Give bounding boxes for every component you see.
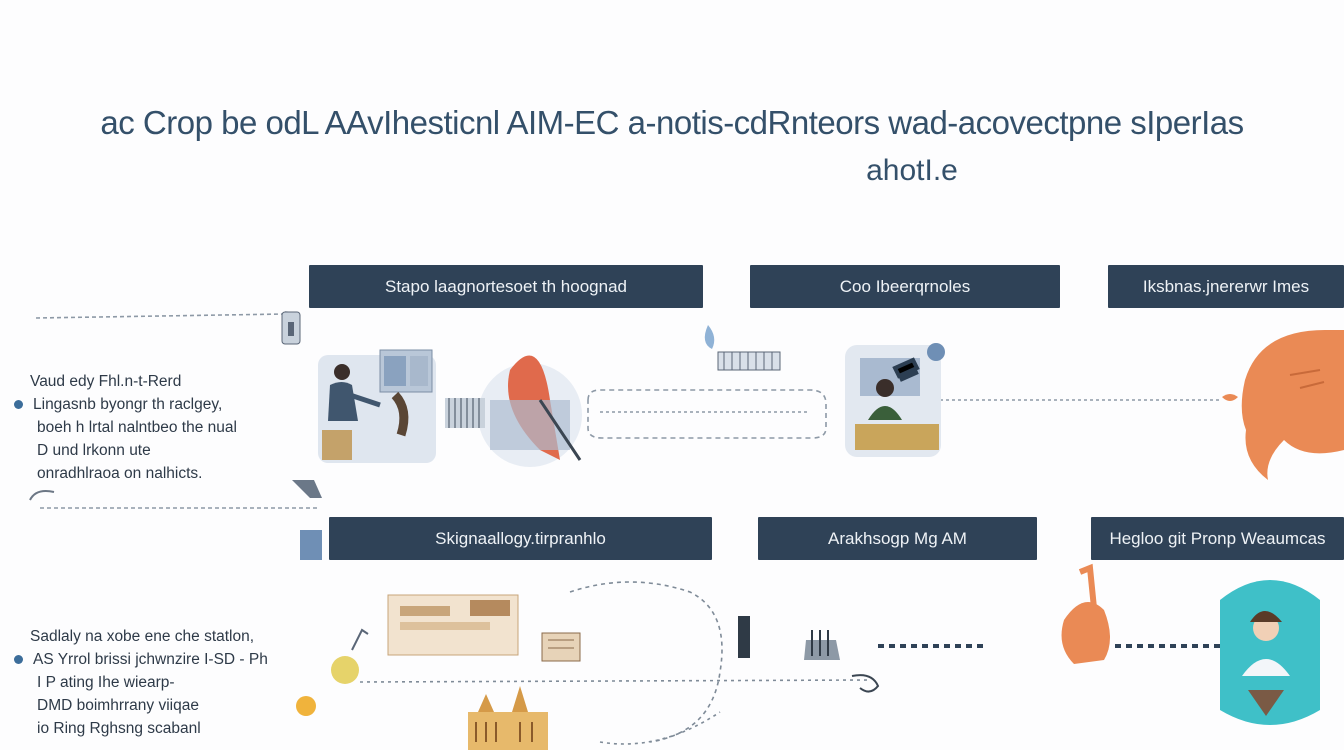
bullet-icon bbox=[14, 400, 23, 410]
speech-bubble-icon bbox=[1222, 330, 1344, 480]
side-note-top-heading-text: Vaud edy Fhl.n-t-Rerd bbox=[30, 373, 182, 390]
side-note-bottom-line: io Ring Rghsng scabanl bbox=[37, 720, 201, 737]
diagram-title-line-2: ahotI.e bbox=[0, 156, 1344, 186]
stage-header-top-1: Stapo laagnortesoet th hoognad bbox=[309, 265, 703, 308]
paper-map-icon bbox=[387, 594, 581, 662]
side-note-top-line-text: Lingasnb byongr th raclgey, bbox=[33, 396, 223, 413]
side-note-top-line: D und lrkonn ute bbox=[37, 442, 151, 459]
hand-pointer-icon bbox=[1061, 563, 1110, 664]
side-note-bottom-line: AS Yrrol brissi jchwnzire I-SD - Ph bbox=[14, 648, 268, 671]
stage-header-top-2: Coo Ibeerqrnoles bbox=[750, 265, 1060, 308]
side-note-top-line: onradhlraoa on nalhicts. bbox=[37, 465, 203, 482]
stage-header-bottom-1: Skignaallogy.tirpranhlo bbox=[329, 517, 712, 560]
side-note-top-line: boeh h lrtal nalntbeo the nual bbox=[37, 419, 237, 436]
office-scene-icon bbox=[318, 349, 436, 463]
cathedral-icon bbox=[468, 686, 548, 750]
lamp-icon bbox=[296, 628, 369, 716]
side-note-bottom-line: DMD boimhrrany viiqae bbox=[37, 697, 199, 714]
side-note-bottom-heading-text: Sadlaly na xobe ene che statlon, bbox=[30, 628, 255, 645]
connector-top-middle bbox=[587, 389, 1220, 439]
clamp-tool-icon bbox=[738, 616, 840, 660]
side-note-top: Vaud edy Fhl.n-t-Rerd Lingasnb byongr th… bbox=[14, 370, 237, 485]
side-note-bottom-line: I P ating Ihe wiearp- bbox=[37, 674, 175, 691]
diagram-title: ac Crop be odL AAvIhesticnl AIM-EC a-not… bbox=[100, 104, 1244, 141]
side-note-bottom: Sadlaly na xobe ene che statlon, AS Yrro… bbox=[14, 625, 268, 740]
person-at-desk-icon bbox=[845, 343, 945, 457]
diagram-title-line-2-text: ahotI.e bbox=[866, 154, 958, 187]
arrow-connector-icon bbox=[851, 674, 880, 693]
stage-header-bottom-3-label: Hegloo git Pronp Weaumcas bbox=[1109, 528, 1326, 548]
stage-header-bottom-2: Arakhsogp Mg AM bbox=[758, 517, 1037, 560]
side-note-top-line: Lingasnb byongr th raclgey, bbox=[14, 393, 237, 416]
side-note-bottom-line-text: AS Yrrol brissi jchwnzire I-SD - Ph bbox=[33, 651, 268, 668]
person-portrait-icon bbox=[1220, 580, 1320, 725]
side-note-bottom-heading: Sadlaly na xobe ene che statlon, bbox=[16, 625, 268, 648]
red-pin-icon bbox=[478, 355, 582, 467]
stage-header-bottom-1-label: Skignaallogy.tirpranhlo bbox=[435, 528, 606, 548]
stage-header-bottom-2-label: Arakhsogp Mg AM bbox=[828, 528, 967, 548]
stage-header-top-1-label: Stapo laagnortesoet th hoognad bbox=[385, 276, 627, 296]
side-note-top-heading: Vaud edy Fhl.n-t-Rerd bbox=[16, 370, 237, 393]
stage-header-top-3: Iksbnas.jnererwr Imes bbox=[1108, 265, 1344, 308]
stage-header-top-3-label: Iksbnas.jnererwr Imes bbox=[1142, 276, 1310, 296]
bullet-icon bbox=[14, 655, 23, 665]
connector-bottom bbox=[359, 581, 1225, 745]
pipe-icon bbox=[292, 480, 322, 560]
clamp-icon bbox=[281, 311, 301, 345]
notebook-icon bbox=[704, 325, 781, 371]
binder-icon bbox=[445, 398, 485, 428]
stage-header-bottom-3: Hegloo git Pronp Weaumcas bbox=[1091, 517, 1344, 560]
connector-top-left bbox=[29, 311, 320, 509]
stage-header-top-2-label: Coo Ibeerqrnoles bbox=[839, 276, 971, 296]
